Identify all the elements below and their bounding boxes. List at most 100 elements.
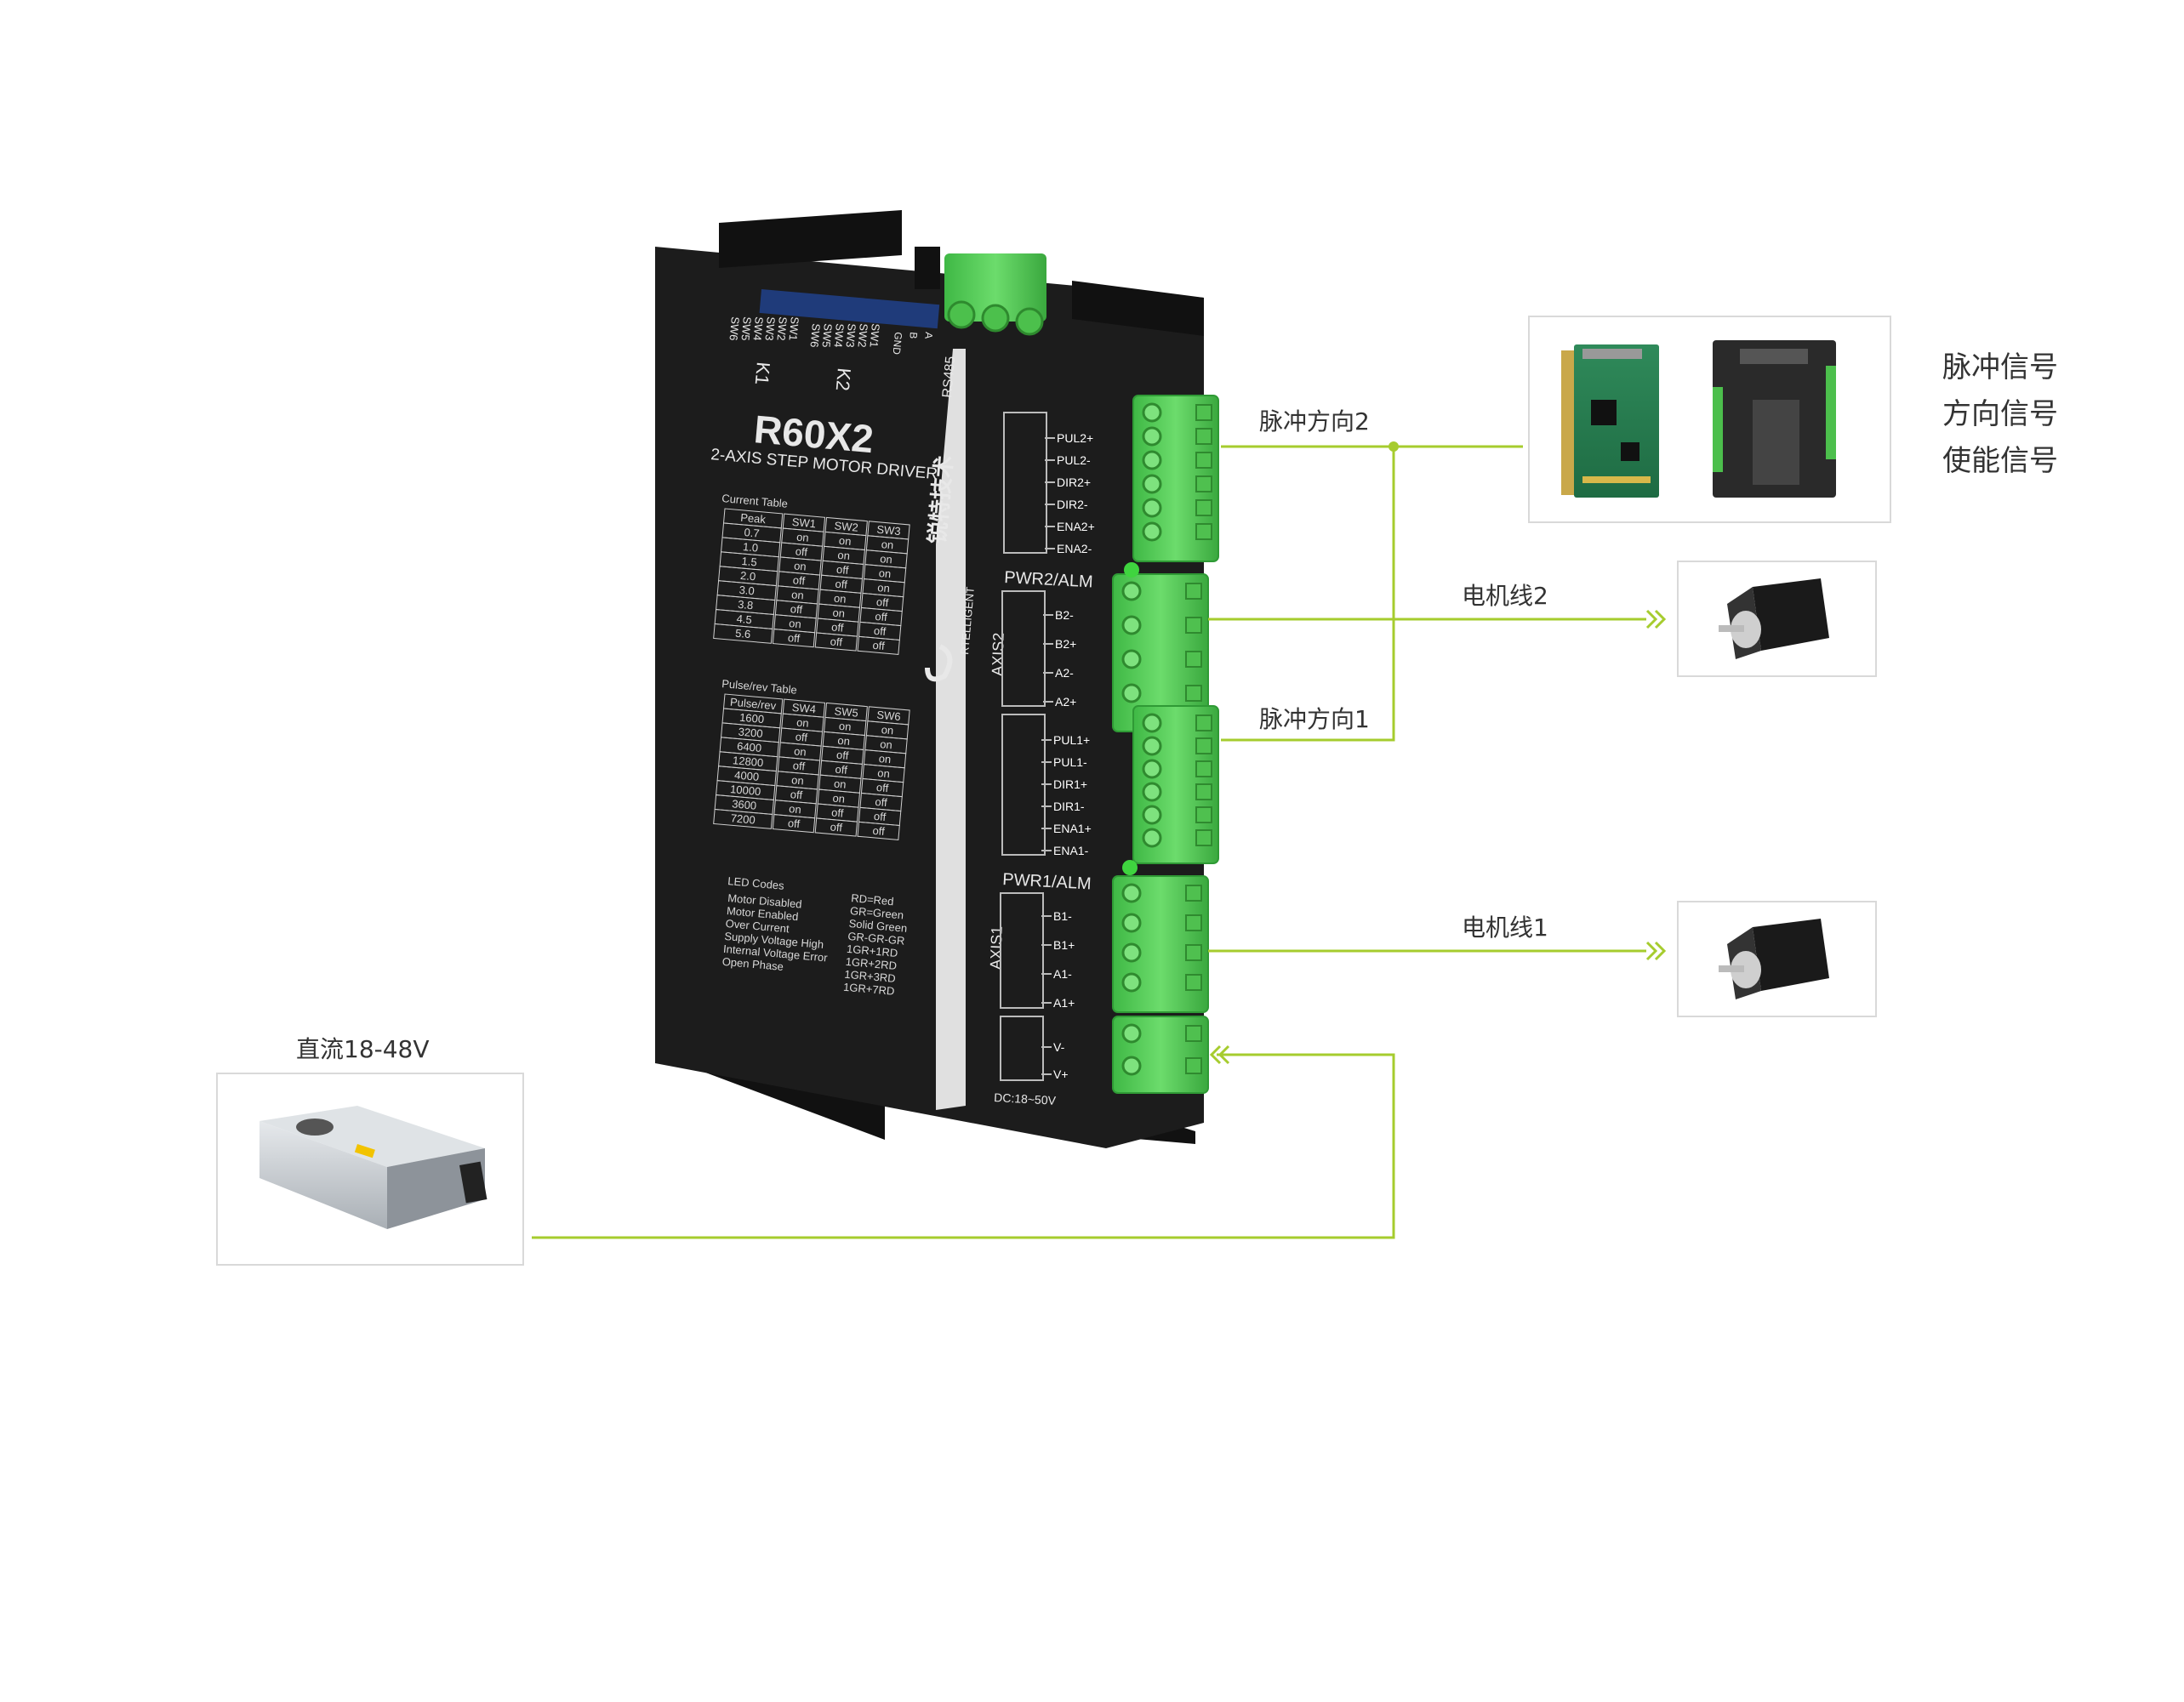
pwr2-label: PWR2/ALM	[1004, 568, 1093, 591]
signal2-pins: PUL2+PUL2-DIR2+DIR2-ENA2+ENA2-	[1045, 431, 1095, 555]
table-cell-text: 1.5	[741, 555, 757, 569]
terminal-screw	[1121, 581, 1142, 601]
terminal-screw	[1142, 474, 1162, 494]
panel-divider	[936, 349, 966, 1110]
arrow-motor-1	[1645, 941, 1667, 961]
terminal-slot	[1195, 760, 1212, 777]
led-code-value: Solid Green	[848, 917, 908, 935]
switch-label: SW2	[775, 316, 790, 341]
pwr1-label: PWR1/ALM	[1002, 870, 1092, 893]
led-codes-title: LED Codes	[727, 874, 785, 892]
plc-module-icon	[1713, 340, 1836, 498]
terminal-screw	[1142, 759, 1162, 779]
table-cell-text: on	[877, 766, 891, 780]
table-cell-text: on	[878, 752, 892, 766]
terminal-screw	[1121, 1023, 1142, 1044]
led-code-value: 1GR+3RD	[844, 968, 896, 985]
pin-label: DIR1+	[1053, 777, 1087, 791]
label-motor-line-2: 电机线2	[1462, 582, 1548, 610]
table-cell-text: 3.0	[738, 583, 755, 598]
table-cell-text: off	[790, 788, 803, 801]
pin-label: A1-	[1053, 967, 1072, 981]
stepper-motor-icon	[1719, 919, 1829, 999]
table-cell-text: on	[837, 734, 851, 748]
table-cell-text: 3.8	[738, 598, 754, 612]
terminal-signal1	[1132, 705, 1219, 864]
led-code-label: Over Current	[725, 917, 790, 936]
table-cell-text: off	[875, 781, 889, 794]
heatsink-fins	[1072, 281, 1204, 336]
signal2-outline	[1003, 412, 1047, 554]
table-cell-text: off	[873, 810, 887, 823]
table-cell-text: 2.0	[740, 569, 756, 583]
rs485-pin-label: A	[922, 332, 935, 339]
table-cell-text: 4000	[734, 768, 760, 783]
table-cell-text: off	[831, 805, 845, 819]
table-cell-text: 3600	[732, 797, 757, 811]
table-cell-text: 0.7	[744, 526, 760, 540]
table-cell-text: off	[836, 749, 850, 762]
power-supply-icon	[259, 1106, 488, 1229]
terminal-power	[1112, 1016, 1209, 1094]
table-cell	[814, 632, 858, 652]
table-cell-text: off	[872, 639, 886, 652]
led-code-label: Open Phase	[721, 955, 784, 973]
motor-1-box	[1677, 901, 1877, 1017]
led-code-label: Motor Enabled	[726, 904, 799, 923]
terminal-slot	[1195, 523, 1212, 540]
table-cell-text: on	[880, 737, 893, 751]
rs485-pin-label: GND	[891, 332, 904, 356]
table-cell-text: on	[838, 534, 852, 548]
table-cell-text: on	[796, 715, 810, 729]
switch-label: SW4	[751, 316, 766, 341]
table-cell-text: on	[832, 606, 846, 620]
table-cell-text: 10000	[730, 783, 761, 798]
table-cell-text: on	[833, 777, 847, 791]
terminal-slot	[1185, 885, 1202, 902]
label-motor-line-1: 电机线1	[1462, 914, 1548, 942]
terminal-screw	[1142, 828, 1162, 848]
terminal-slot	[1185, 1025, 1202, 1042]
table-cell-text: off	[875, 610, 888, 623]
table-cell-text: on	[878, 566, 892, 580]
table-cell	[772, 629, 816, 648]
signal-type-label: 使能信号	[1942, 444, 2058, 478]
pin-label: PUL1-	[1053, 755, 1087, 769]
terminal-slot	[1195, 428, 1212, 445]
table-cell-text: on	[832, 792, 846, 805]
terminal-slot	[1195, 829, 1212, 846]
table-cell-text: off	[795, 544, 808, 558]
table-cell-text: off	[875, 595, 889, 609]
table-cell-text: off	[873, 624, 887, 638]
terminal-slot	[1195, 737, 1212, 754]
table-cell-text: on	[838, 720, 852, 733]
table-cell-text: off	[792, 573, 806, 587]
pcb-card-icon	[1561, 344, 1659, 498]
table-cell-text: off	[831, 620, 845, 634]
pin-label: A2-	[1055, 666, 1074, 680]
table-cell-text: on	[881, 723, 894, 737]
table-cell-text: on	[789, 617, 802, 630]
terminal-screw	[1121, 683, 1142, 703]
terminal-screw	[1142, 450, 1162, 470]
led-indicator-2	[1124, 562, 1139, 578]
terminal-slot	[1185, 651, 1202, 668]
switch-label: SW3	[844, 323, 858, 348]
dip-switch-strip	[759, 289, 940, 329]
pin-label: DIR2-	[1057, 498, 1088, 511]
table-cell-text: 1600	[739, 711, 765, 726]
pin-label: ENA2-	[1057, 542, 1092, 555]
terminal-screw	[1121, 615, 1142, 635]
pin-label: DIR2+	[1057, 475, 1091, 489]
terminal-screw	[1121, 913, 1142, 933]
table-cell-text: on	[794, 559, 807, 572]
pin-label: A1+	[1053, 996, 1075, 1010]
pin-label: ENA1-	[1053, 844, 1089, 857]
table-cell-text: SW2	[834, 519, 858, 533]
rs485-label: RS485	[940, 356, 958, 398]
